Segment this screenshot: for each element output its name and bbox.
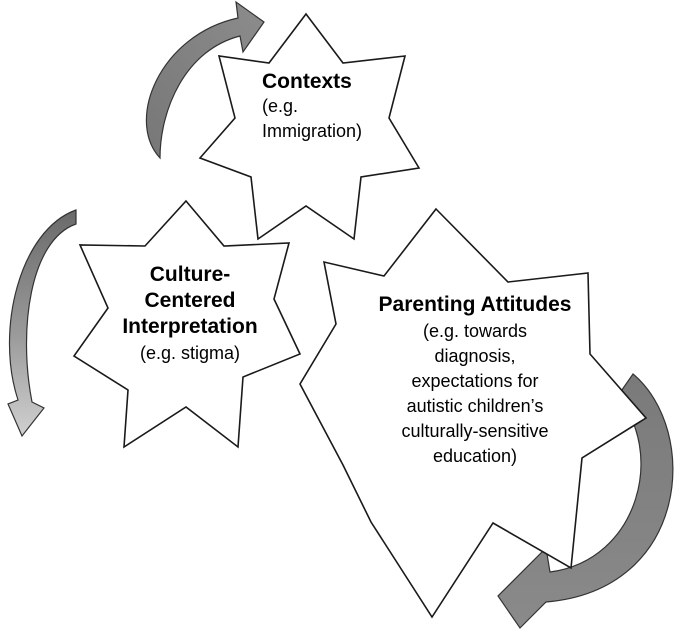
node-culture-detail: (e.g. stigma) [139,343,241,363]
node-contexts-detail-1: (e.g. [262,96,299,116]
star-parenting [299,207,648,619]
node-parenting-detail-3: expectations for [411,371,539,391]
node-contexts-detail-2: Immigration) [262,121,363,141]
node-parenting-detail-5: culturally-sensitive [401,421,549,441]
cycle-arrow-top [145,0,265,160]
node-parenting: Parenting Attitudes (e.g. towards diagno… [340,293,610,469]
cycle-arrow-right [497,373,674,629]
node-parenting-detail-6: education) [432,446,518,466]
cycle-arrow-left [7,209,77,438]
node-culture-title-3: Interpretation [122,315,258,338]
star-culture [72,199,302,449]
node-parenting-detail-1: (e.g. towards [422,321,528,341]
node-culture-title-1: Culture- [149,263,231,286]
node-contexts: Contexts (e.g. Immigration) [232,70,412,144]
node-parenting-detail-2: diagnosis, [434,346,516,366]
star-contexts [198,12,421,241]
node-parenting-detail-4: autistic children’s [406,396,544,416]
node-culture-title-2: Centered [144,289,236,312]
node-contexts-title: Contexts [262,70,352,93]
node-culture: Culture- Centered Interpretation (e.g. s… [100,262,280,366]
node-parenting-title: Parenting Attitudes [378,293,572,316]
